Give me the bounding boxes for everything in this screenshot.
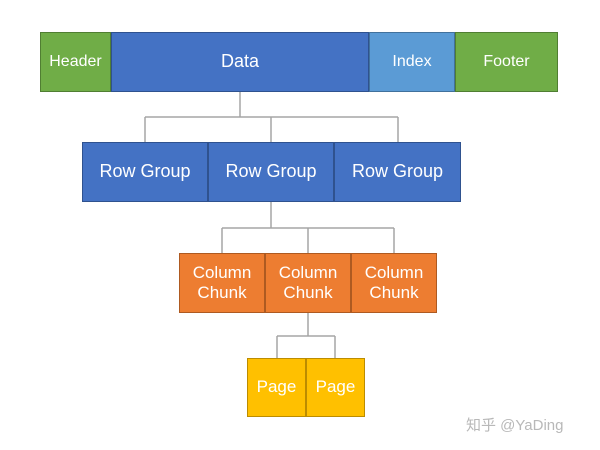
row-group-block: Row Group xyxy=(82,142,208,202)
page-label: Page xyxy=(256,377,297,397)
header-block: Header xyxy=(40,32,111,92)
column-chunk-label: Column Chunk xyxy=(192,262,252,302)
page-label: Page xyxy=(315,377,356,397)
data-label: Data xyxy=(220,51,260,72)
index-block: Index xyxy=(369,32,455,92)
column-chunk-block: Column Chunk xyxy=(351,253,437,313)
data-block: Data xyxy=(111,32,369,92)
column-chunk-label: Column Chunk xyxy=(364,262,424,302)
index-label: Index xyxy=(392,53,432,71)
footer-label: Footer xyxy=(483,53,530,71)
watermark-text: 知乎 @YaDing xyxy=(466,417,564,434)
row-group-label: Row Group xyxy=(225,161,317,182)
row-group-label: Row Group xyxy=(351,161,444,182)
header-label: Header xyxy=(49,53,102,71)
column-chunk-block: Column Chunk xyxy=(265,253,351,313)
row-group-label: Row Group xyxy=(99,161,191,182)
connector-data-to-row-groups xyxy=(144,92,399,142)
page-block: Page xyxy=(306,358,365,417)
column-chunk-block: Column Chunk xyxy=(179,253,265,313)
connector-column-chunk-to-pages xyxy=(276,313,336,358)
row-group-block: Row Group xyxy=(208,142,334,202)
footer-block: Footer xyxy=(455,32,558,92)
page-block: Page xyxy=(247,358,306,417)
connector-row-group-to-column-chunks xyxy=(221,202,395,253)
column-chunk-label: Column Chunk xyxy=(278,262,338,302)
row-group-block: Row Group xyxy=(334,142,461,202)
